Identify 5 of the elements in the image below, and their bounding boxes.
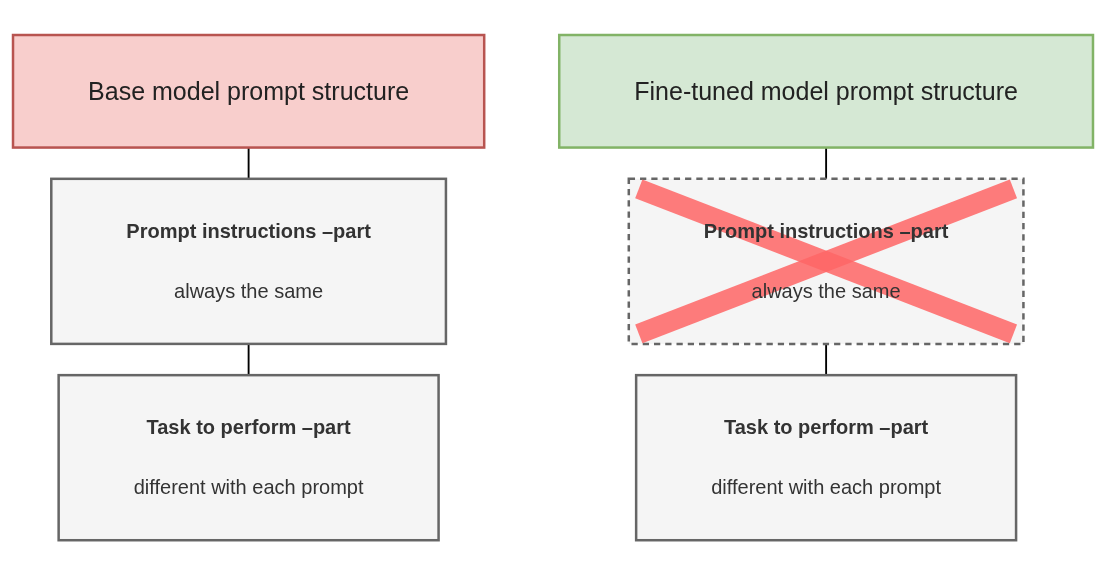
- process-box: Task to perform –part different with each prompt: [634, 373, 1018, 542]
- title-box: Fine-tuned model prompt structure: [558, 33, 1095, 149]
- process-box: Task to perform –part different with each prompt: [57, 373, 440, 542]
- process-box: Prompt instructions –part always the same: [50, 177, 448, 345]
- title-box: Base model prompt structure: [11, 33, 486, 149]
